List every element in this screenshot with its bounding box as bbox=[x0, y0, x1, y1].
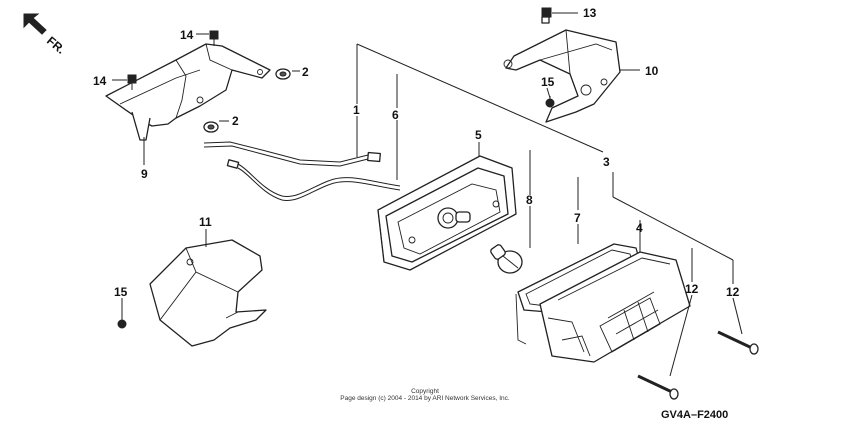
screw-12-right bbox=[717, 330, 759, 355]
leader-lines bbox=[112, 12, 743, 377]
callout-10: 10 bbox=[645, 64, 659, 78]
screw-15-lower bbox=[117, 316, 127, 329]
bolt-13 bbox=[541, 7, 552, 24]
callout-labels: 9 14 14 2 2 1 6 5 3 8 7 4 12 12 13 10 15… bbox=[93, 6, 740, 299]
copyright-line-2: Page design (c) 2004 - 2014 by ARI Netwo… bbox=[340, 395, 510, 402]
callout-5: 5 bbox=[475, 128, 482, 142]
callout-12-right: 12 bbox=[726, 285, 740, 299]
diagram-code: GV4A–F2400 bbox=[661, 409, 728, 421]
callout-9: 9 bbox=[141, 167, 148, 181]
lower-cover bbox=[149, 239, 267, 347]
upper-cover bbox=[503, 29, 621, 123]
bulb bbox=[490, 244, 523, 274]
grommet-2-upper bbox=[275, 68, 291, 80]
callout-13: 13 bbox=[583, 6, 597, 20]
callout-7: 7 bbox=[574, 211, 581, 225]
callout-3: 3 bbox=[603, 155, 610, 169]
callout-8: 8 bbox=[526, 193, 533, 207]
callout-2-lower: 2 bbox=[232, 114, 239, 128]
grommet-2-lower bbox=[203, 121, 219, 133]
copyright-line-1: Copyright bbox=[411, 388, 439, 395]
callout-11: 11 bbox=[199, 215, 212, 229]
lamp-lens bbox=[539, 251, 691, 363]
front-direction-arrow-icon bbox=[23, 13, 47, 35]
callout-6: 6 bbox=[392, 108, 399, 122]
callout-2-upper: 2 bbox=[302, 65, 309, 79]
mounting-bracket bbox=[105, 43, 271, 141]
callout-14-left: 14 bbox=[93, 74, 107, 88]
bolt-14-left bbox=[127, 74, 137, 90]
callout-15-lower: 15 bbox=[114, 285, 128, 299]
callout-15-upper: 15 bbox=[541, 75, 555, 89]
tail-lamp-housing bbox=[377, 155, 517, 271]
callout-14-upper: 14 bbox=[180, 28, 194, 42]
wire-harness bbox=[203, 141, 401, 202]
callout-4: 4 bbox=[636, 221, 643, 235]
callout-1: 1 bbox=[353, 103, 360, 117]
bolt-14-upper bbox=[209, 30, 219, 46]
front-direction-label: FR. bbox=[44, 34, 68, 57]
screw-12-lower bbox=[637, 374, 679, 400]
callout-12-left: 12 bbox=[685, 282, 699, 296]
